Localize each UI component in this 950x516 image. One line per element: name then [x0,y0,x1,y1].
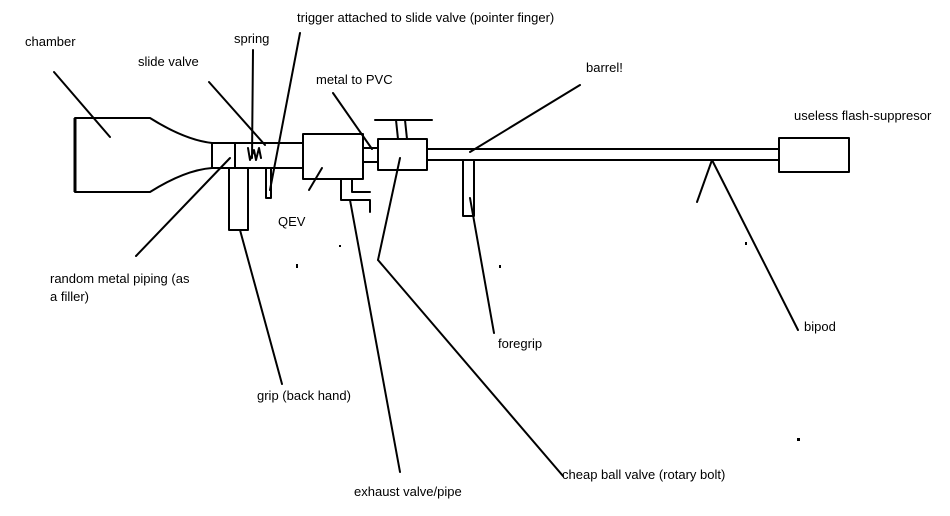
metal-to-pvc-joint [362,147,379,163]
chamber-shape [73,117,213,193]
trigger-shape [265,167,272,199]
label-exhaust: exhaust valve/pipe [354,484,462,499]
foregrip-shape [462,159,475,217]
label-trigger: trigger attached to slide valve (pointer… [297,10,554,25]
barrel-tube [426,148,780,161]
label-bipod: bipod [804,319,836,334]
bipod-legs [696,159,799,331]
label-random-piping-1: random metal piping (as [50,271,190,286]
exhaust-pipe-shape [340,178,371,213]
qev-box [302,133,364,180]
label-ball-valve: cheap ball valve (rotary bolt) [562,467,725,482]
grip-shape [228,167,249,231]
label-spring: spring [234,31,269,46]
label-random-piping-2: a filler) [50,289,89,304]
flash-suppressor-box [778,137,850,173]
label-barrel: barrel! [586,60,623,75]
leader-lines [53,32,581,477]
slide-valve-tube [211,142,304,169]
ball-valve-box [374,119,433,171]
label-qev: QEV [278,214,306,229]
stray-dots [296,242,800,441]
label-chamber: chamber [25,34,76,49]
label-metal-to-pvc: metal to PVC [316,72,393,87]
label-flash-suppressor: useless flash-suppresor [794,108,932,123]
label-grip: grip (back hand) [257,388,351,403]
label-foregrip: foregrip [498,336,542,351]
label-slide-valve: slide valve [138,54,199,69]
